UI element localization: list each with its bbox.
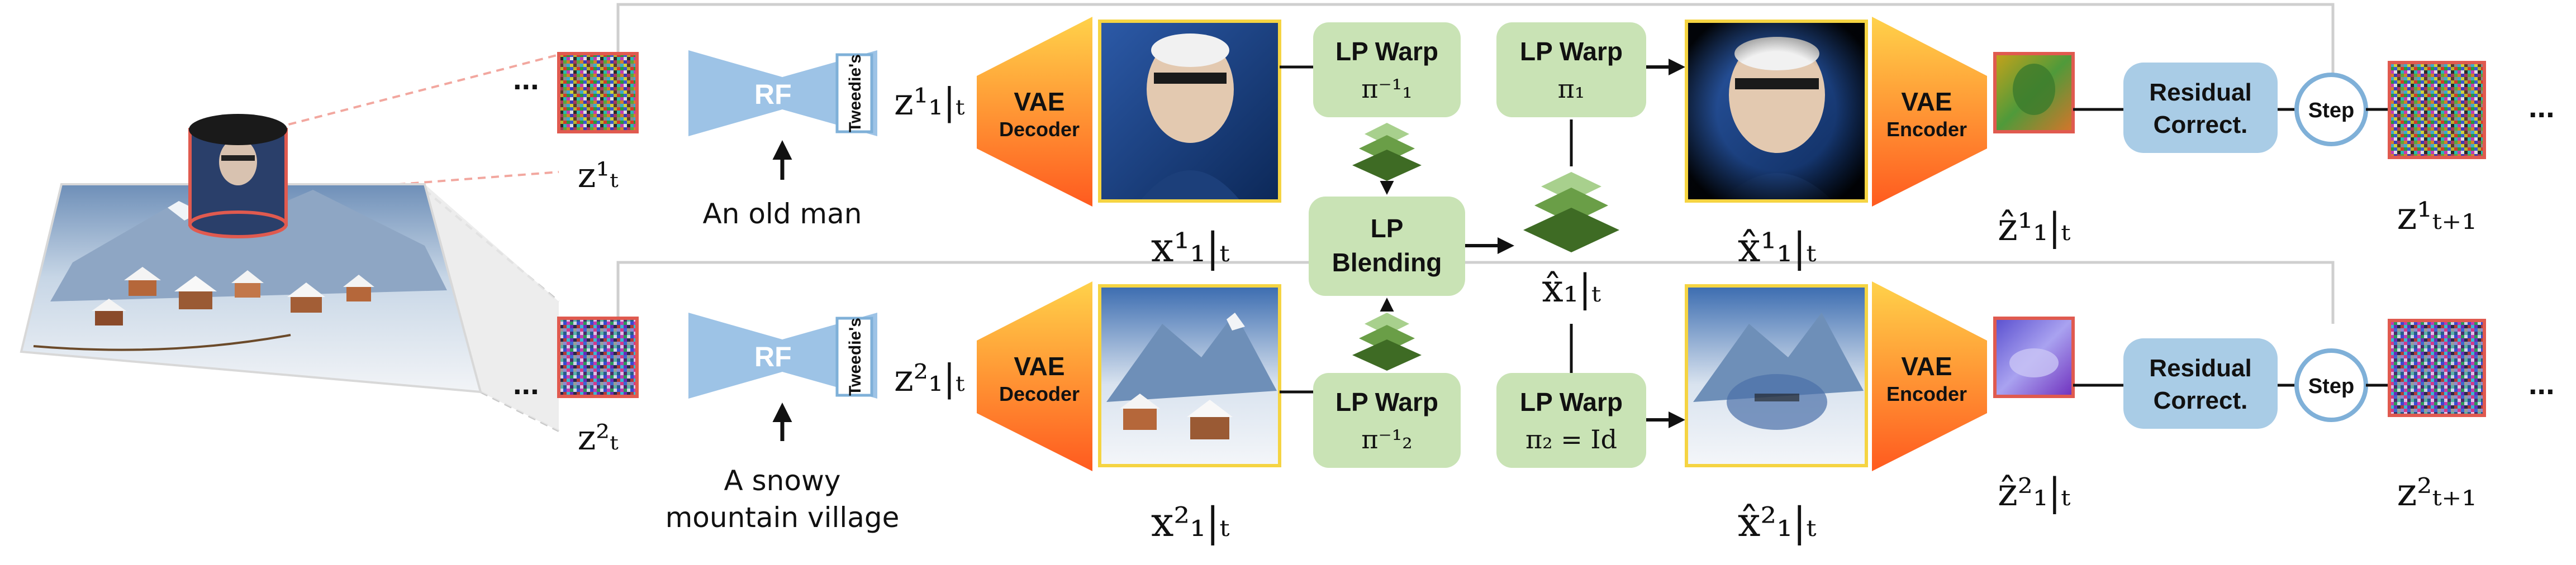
blended-pyramid-icon [1523, 172, 1619, 252]
vae-decoder-title-row1: VAE [1014, 87, 1064, 116]
lp-warp-inverse-sym-row1: π⁻¹₁ [1361, 74, 1412, 104]
residual-title-row2: Residual [2149, 355, 2251, 382]
decoded-label-row1: x¹₁|ₜ [1151, 224, 1230, 271]
vae-encoder-sub-row1: Encoder [1886, 118, 1967, 141]
panorama-illustration [20, 54, 560, 432]
vae-decoder-sub-row2: Decoder [999, 382, 1080, 405]
tweedie-label-row1: Tweedie's [846, 54, 864, 132]
warped-label-row2: x̂²₁|ₜ [1738, 499, 1817, 545]
vae-encoder-row2: VAE Encoder [1872, 281, 1987, 471]
encoded-label-row2: ẑ²₁|ₜ [1998, 471, 2070, 515]
pyramid-icon [1352, 123, 1422, 181]
next-latent-label-row2: z²ₜ₊₁ [2397, 471, 2477, 515]
vae-encoder-sub-row2: Encoder [1886, 382, 1967, 405]
latent-label-row2: z²ₜ [578, 417, 619, 458]
rf-label-row1: RF [754, 79, 792, 110]
ellipsis-right-top: ... [2529, 89, 2555, 124]
feedback-loop-bottom [616, 261, 2335, 324]
lp-blending-sub: Blending [1332, 248, 1442, 277]
vae-decoder-row2: VAE Decoder [977, 281, 1092, 471]
panorama-cylinder [188, 114, 288, 238]
tweedie-label-row2: Tweedie's [846, 318, 864, 396]
panorama-shadow [425, 184, 559, 431]
prompt-text-row2-line1: A snowy [724, 465, 841, 497]
warped-image-row2 [1685, 284, 1868, 467]
vae-decoder-row1: VAE Decoder [977, 17, 1092, 207]
residual-correct-row1: Residual Correct. [2123, 63, 2278, 153]
residual-title-row1: Residual [2149, 79, 2251, 106]
lp-warp-inverse-sym-row2: π⁻¹₂ [1361, 424, 1412, 454]
pred-latent-label-row1: z¹₁|ₜ [894, 80, 965, 123]
cylinder-top [189, 114, 287, 145]
lp-blending-box: LP Blending [1309, 197, 1465, 296]
encoded-latent-row1 [1993, 52, 2075, 133]
projection-line [262, 54, 559, 132]
pred-latent-label-row2: z²₁|ₜ [894, 357, 965, 400]
ellipsis-left-top: ... [513, 61, 539, 96]
residual-correct-row2: Residual Correct. [2123, 338, 2278, 429]
blended-label: x̂₁|ₜ [1542, 267, 1601, 311]
lp-blending-title: LP [1371, 214, 1404, 243]
next-latent-label-row1: z¹ₜ₊₁ [2397, 194, 2477, 238]
residual-sub-row1: Correct. [2154, 111, 2248, 138]
encoded-latent-row2 [1993, 317, 2075, 398]
step-label-row1: Step [2308, 99, 2354, 122]
lp-warp-inverse-row1: LP Warp π⁻¹₁ [1313, 22, 1461, 117]
ellipsis-right-bottom: ... [2529, 366, 2555, 401]
lp-warp-inverse-title-row1: LP Warp [1335, 37, 1438, 66]
decoded-label-row2: x²₁|ₜ [1151, 499, 1230, 545]
encoded-label-row1: ẑ¹₁|ₜ [1998, 205, 2070, 250]
vae-decoder-title-row2: VAE [1014, 352, 1064, 381]
decoded-image-row2 [1098, 284, 1281, 467]
lp-warp-inverse-row2: LP Warp π⁻¹₂ [1313, 373, 1461, 468]
prompt-text-row2-line2: mountain village [666, 501, 900, 534]
lp-warp-inverse-title-row2: LP Warp [1335, 387, 1438, 416]
pyramid-icon [1352, 313, 1422, 371]
decoded-image-row1 [1098, 20, 1281, 203]
prompt-text-row1: An old man [703, 198, 862, 230]
lp-warp-forward-row1: LP Warp π₁ [1496, 22, 1646, 117]
latent-label-row1: z¹ₜ [578, 155, 619, 195]
vae-encoder-title-row2: VAE [1901, 352, 1952, 381]
feedback-loop-lines [616, 3, 2335, 324]
vae-encoder-row1: VAE Encoder [1872, 17, 1987, 207]
residual-sub-row2: Correct. [2154, 387, 2248, 414]
next-latent-row1 [2388, 61, 2486, 159]
lp-warp-forward-sym-row1: π₁ [1558, 74, 1585, 104]
lp-warp-forward-title-row2: LP Warp [1520, 387, 1623, 416]
vae-encoder-title-row1: VAE [1901, 87, 1952, 116]
lp-warp-forward-sym-row2: π₂ = Id [1525, 424, 1617, 454]
step-node-row1: Step [2294, 73, 2368, 146]
warped-image-row1 [1685, 20, 1868, 203]
tweedie-box-row1 [835, 53, 873, 133]
step-label-row2: Step [2308, 375, 2354, 398]
painting-fence [33, 334, 291, 351]
lp-warp-forward-title-row1: LP Warp [1520, 37, 1623, 66]
feedback-loop-top [616, 3, 2335, 78]
rf-label-row2: RF [754, 341, 792, 372]
tweedie-box-row2 [835, 317, 873, 397]
latent-noise-row2 [557, 317, 639, 398]
next-latent-row2 [2388, 319, 2486, 417]
lp-warp-forward-row2: LP Warp π₂ = Id [1496, 373, 1646, 468]
step-node-row2: Step [2294, 348, 2368, 422]
warped-label-row1: x̂¹₁|ₜ [1738, 224, 1817, 271]
latent-noise-row1 [557, 52, 639, 133]
vae-decoder-sub-row1: Decoder [999, 118, 1080, 141]
ellipsis-left-bottom: ... [513, 366, 539, 401]
painting-village [92, 267, 374, 325]
